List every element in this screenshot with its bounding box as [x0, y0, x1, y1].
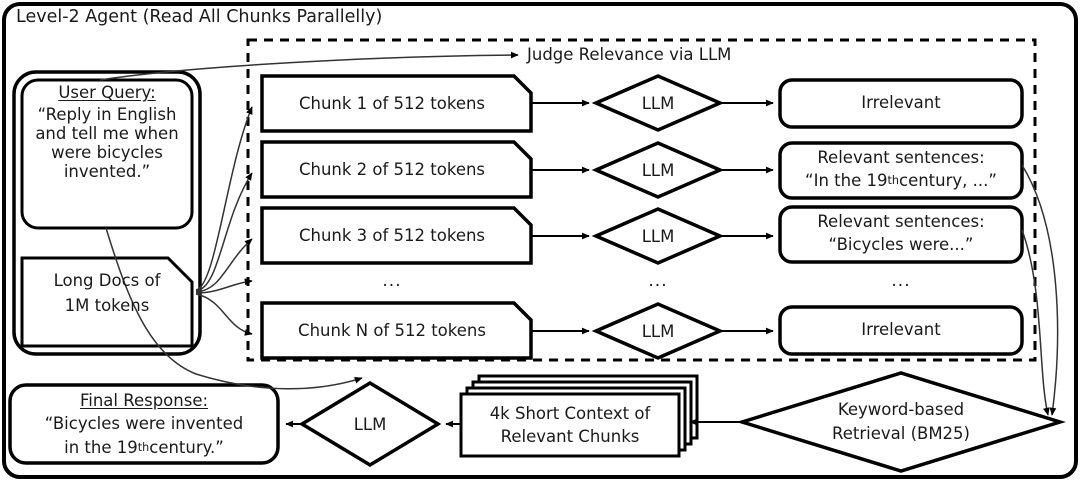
- final-response-box: [8, 383, 280, 465]
- llm-diamond-2: [591, 141, 725, 199]
- left-panel-container: [12, 70, 202, 356]
- chunk-box-1: [260, 74, 533, 133]
- arrow-verdict3-to-bm25: [1021, 229, 1050, 416]
- arrow-query-to-judge: [99, 51, 519, 81]
- arrow-docs-to-chunk-3: [195, 238, 253, 293]
- arrow-docs-to-ellipsis: [195, 278, 253, 294]
- short-context-box: [459, 392, 681, 458]
- chunk-box-3: [260, 206, 533, 265]
- arrow-docs-to-chunk-2: [195, 172, 253, 292]
- llm-diamond-4: [591, 302, 725, 360]
- arrow-query-to-final-llm: [105, 227, 363, 390]
- arrow-docs-to-chunk-1: [195, 106, 253, 291]
- judge-phase-dashed-box: [246, 38, 1037, 362]
- arrow-verdict2-to-bm25: [1021, 164, 1059, 416]
- verdict-box-4: [778, 305, 1024, 356]
- bm25-diamond: [736, 371, 1066, 473]
- arrow-docs-to-chunk-n: [195, 293, 253, 336]
- chunk-box-n: [260, 301, 533, 360]
- verdict-box-3: [778, 205, 1024, 264]
- verdict-box-1: [778, 78, 1024, 129]
- verdict-box-2: [778, 141, 1024, 200]
- llm-diamond-3: [591, 207, 725, 265]
- user-query-box: [20, 78, 194, 230]
- long-docs-box: [20, 256, 194, 348]
- chunk-box-2: [260, 140, 533, 199]
- final-llm-diamond: [298, 380, 442, 468]
- llm-diamond-1: [591, 74, 725, 132]
